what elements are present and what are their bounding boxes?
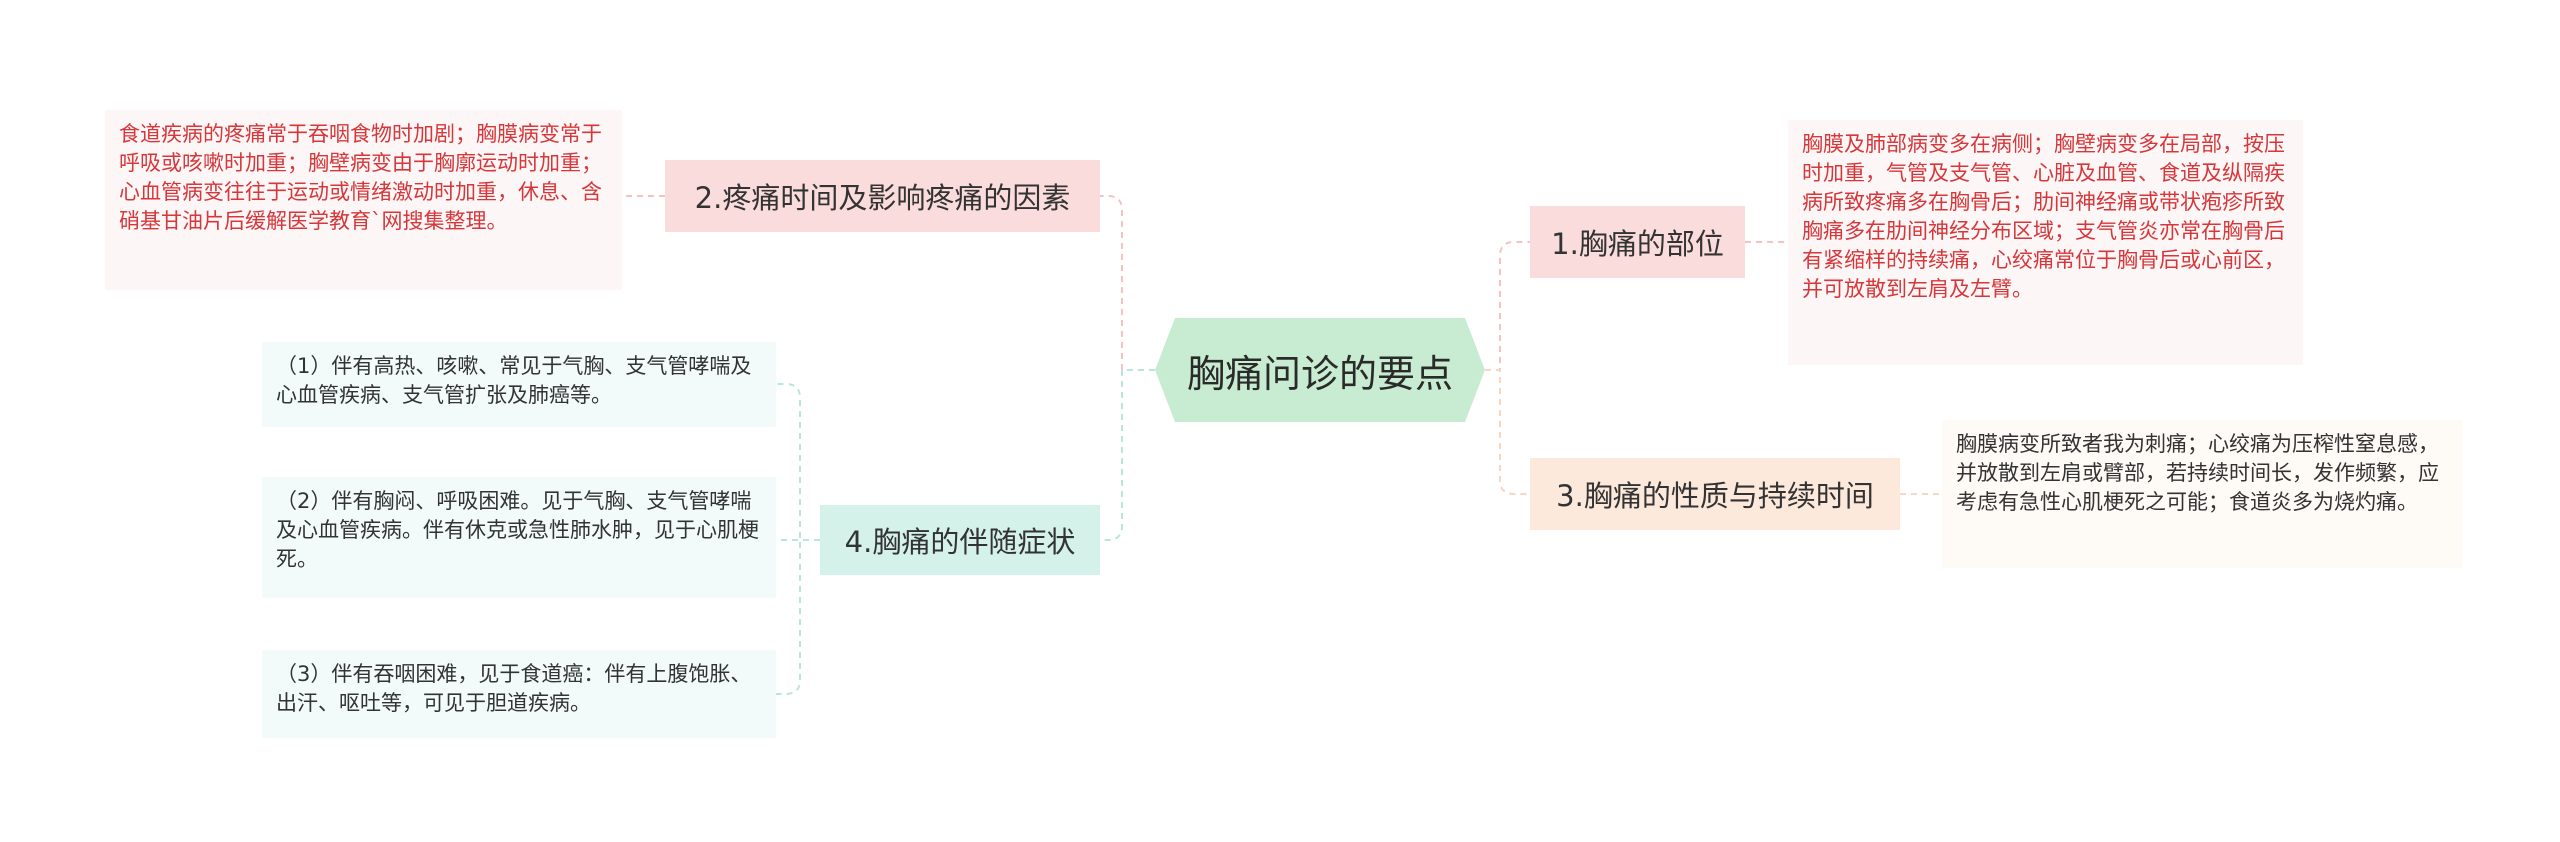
center-topic[interactable]: 胸痛问诊的要点 [1155, 318, 1485, 422]
note-symptom-2[interactable]: （2）伴有胸闷、呼吸困难。见于气胸、支气管哮喘及心血管疾病。伴有休克或急性肺水肿… [262, 477, 776, 598]
note-text: （3）伴有吞咽困难，见于食道癌：伴有上腹饱胀、出汗、呕吐等，可见于胆道疾病。 [276, 662, 752, 715]
topic-label: 1.胸痛的部位 [1551, 227, 1724, 261]
topic-pain-location[interactable]: 1.胸痛的部位 [1530, 206, 1745, 278]
connector-topic4-note3 [776, 539, 820, 695]
note-pain-location[interactable]: 胸膜及肺部病变多在病侧；胸壁病变多在局部，按压时加重，气管及支气管、心脏及血管、… [1788, 120, 2303, 365]
note-pain-nature-duration[interactable]: 胸膜病变所致者我为刺痛；心绞痛为压榨性窒息感，并放散到左肩或臂部，若持续时间长，… [1942, 420, 2462, 568]
topic-accompanying-symptoms[interactable]: 4.胸痛的伴随症状 [820, 505, 1100, 575]
topic-pain-timing-factors[interactable]: 2.疼痛时间及影响疼痛的因素 [665, 160, 1100, 232]
connector-center-topic3 [1485, 369, 1530, 495]
connector-center-topic2 [1100, 195, 1155, 371]
note-text: （2）伴有胸闷、呼吸困难。见于气胸、支气管哮喘及心血管疾病。伴有休克或急性肺水肿… [276, 489, 759, 571]
note-text: 胸膜及肺部病变多在病侧；胸壁病变多在局部，按压时加重，气管及支气管、心脏及血管、… [1802, 132, 2285, 301]
center-topic-label: 胸痛问诊的要点 [1186, 351, 1453, 396]
topic-label: 3.胸痛的性质与持续时间 [1556, 479, 1874, 513]
note-pain-timing-factors[interactable]: 食道疾病的疼痛常于吞咽食物时加剧；胸膜病变常于呼吸或咳嗽时加重；胸壁病变由于胸廓… [105, 110, 622, 290]
connector-center-topic4 [1100, 369, 1155, 541]
note-symptom-3[interactable]: （3）伴有吞咽困难，见于食道癌：伴有上腹饱胀、出汗、呕吐等，可见于胆道疾病。 [262, 650, 776, 738]
connector-center-topic1 [1485, 241, 1530, 371]
topic-label: 4.胸痛的伴随症状 [844, 525, 1076, 559]
note-symptom-1[interactable]: （1）伴有高热、咳嗽、常见于气胸、支气管哮喘及心血管疾病、支气管扩张及肺癌等。 [262, 342, 776, 427]
note-text: 食道疾病的疼痛常于吞咽食物时加剧；胸膜病变常于呼吸或咳嗽时加重；胸壁病变由于胸廓… [119, 122, 602, 233]
connector-topic4-note1 [776, 383, 820, 541]
topic-label: 2.疼痛时间及影响疼痛的因素 [694, 181, 1071, 215]
note-text: 胸膜病变所致者我为刺痛；心绞痛为压榨性窒息感，并放散到左肩或臂部，若持续时间长，… [1956, 432, 2439, 514]
topic-pain-nature-duration[interactable]: 3.胸痛的性质与持续时间 [1530, 458, 1900, 530]
note-text: （1）伴有高热、咳嗽、常见于气胸、支气管哮喘及心血管疾病、支气管扩张及肺癌等。 [276, 354, 752, 407]
